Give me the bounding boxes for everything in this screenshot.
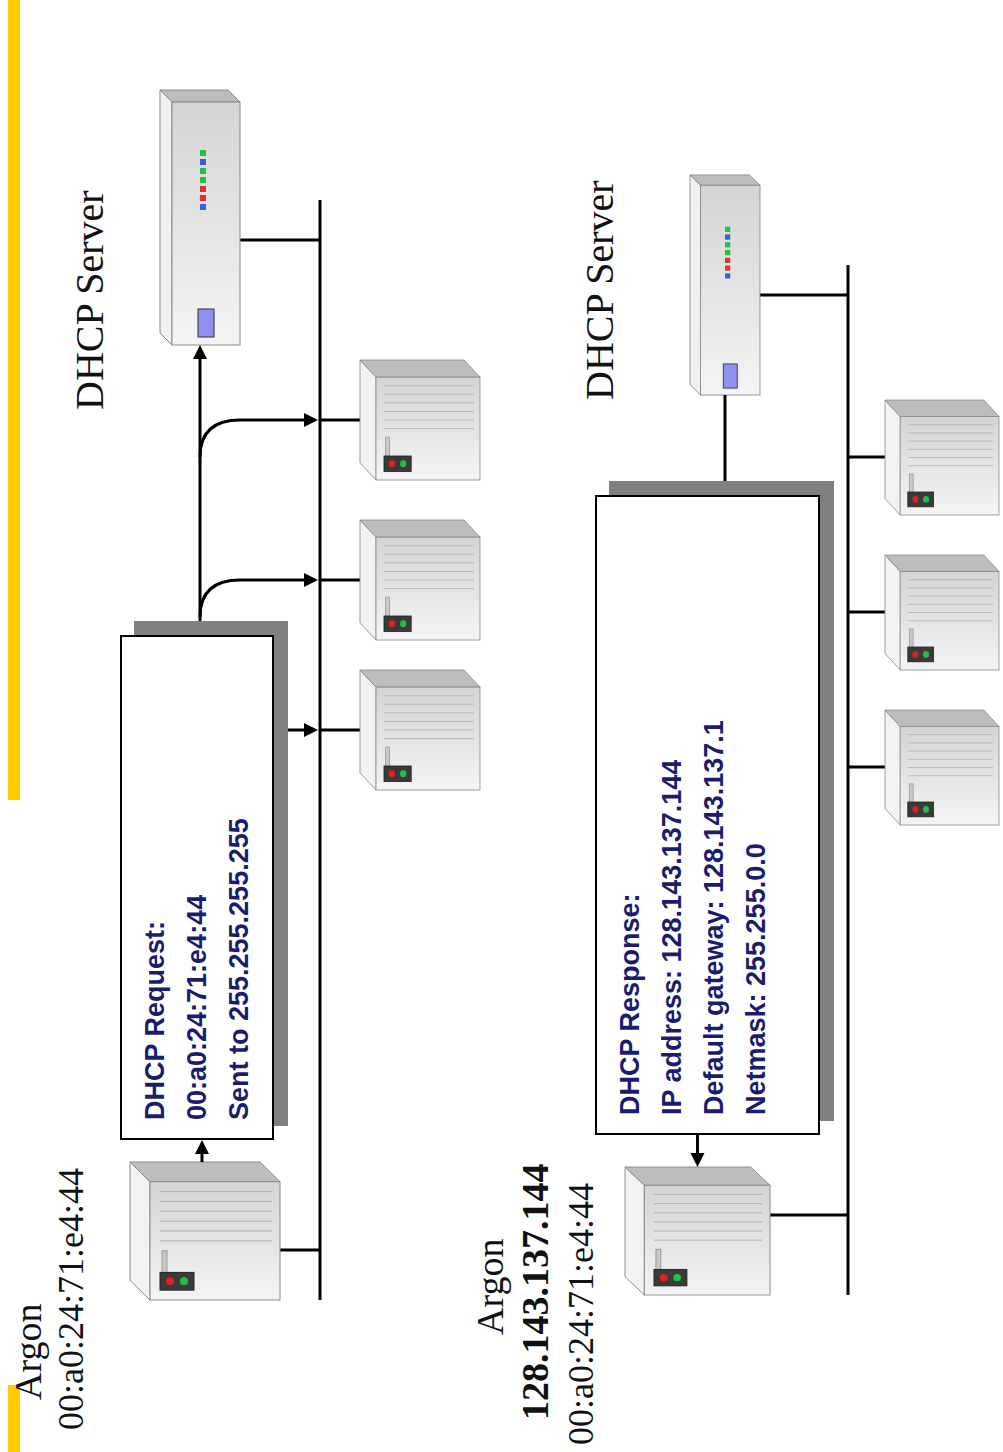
message-box: DHCP Response:IP address: 128.143.137.14… <box>595 495 820 1135</box>
bus-drop <box>320 729 360 732</box>
message-line: Default gateway: 128.143.137.1 <box>693 720 735 1115</box>
bus-drop <box>848 766 885 769</box>
server: DHCP Server <box>160 90 240 345</box>
device-label: 00:a0:24:71:e4:44 <box>562 1183 602 1445</box>
message-arrow <box>193 345 207 635</box>
message-line: Sent to 255.255.255.255 <box>218 818 260 1120</box>
computer-icon <box>625 1167 770 1295</box>
message-arrow <box>718 395 732 495</box>
message-arrow <box>195 1140 209 1162</box>
arrow-head <box>304 413 318 427</box>
device-label: 128.143.137.144 <box>515 1164 557 1421</box>
message-heading: DHCP Request: <box>134 921 176 1120</box>
device-label: 00:a0:24:71:e4:44 <box>52 1168 92 1430</box>
bus-drop <box>280 1249 320 1252</box>
device-label: Argon <box>8 1304 50 1400</box>
bus-drop <box>770 1214 848 1217</box>
server-icon <box>160 90 240 345</box>
network-bus <box>319 200 322 1300</box>
computer-icon <box>885 555 999 670</box>
bus-drop <box>320 419 360 422</box>
arrow-head <box>195 1140 209 1154</box>
arrow-head <box>193 345 207 359</box>
message-heading: DHCP Response: <box>609 893 651 1115</box>
server: DHCP Server <box>690 175 760 395</box>
network-bus <box>847 265 850 1295</box>
computer-icon <box>885 710 999 825</box>
bus-drop <box>848 611 885 614</box>
message-line: Netmask: 255.255.0.0 <box>735 843 777 1115</box>
server-icon <box>690 175 760 395</box>
arrow-line <box>696 1135 699 1155</box>
computer-icon <box>885 400 999 515</box>
host-computer: Argon00:a0:24:71:e4:44 <box>130 1162 280 1300</box>
title-bar <box>8 0 20 800</box>
computer-icon <box>360 520 480 640</box>
arrow-line <box>199 357 202 635</box>
message-box: DHCP Request:00:a0:24:71:e4:44Sent to 25… <box>120 635 274 1140</box>
arrow-head <box>304 723 318 737</box>
host-computer: Argon128.143.137.14400:a0:24:71:e4:44 <box>625 1167 770 1295</box>
device-label: DHCP Server <box>68 190 112 410</box>
computer-icon <box>130 1162 280 1300</box>
arrow-head <box>304 573 318 587</box>
arrow-head <box>691 1153 705 1167</box>
arrow-head <box>718 481 732 495</box>
device-label: Argon <box>470 1239 512 1335</box>
broadcast-arrow <box>200 580 306 617</box>
bus-drop <box>320 579 360 582</box>
broadcast-arrow <box>288 729 306 732</box>
device-label: DHCP Server <box>578 180 622 400</box>
arrow-line <box>724 395 727 483</box>
computer-icon <box>360 360 480 480</box>
computer-icon <box>360 670 480 790</box>
message-line: IP address: 128.143.137.144 <box>651 760 693 1115</box>
message-line: 00:a0:24:71:e4:44 <box>176 895 218 1120</box>
bus-drop <box>760 294 848 297</box>
bus-drop <box>848 456 885 459</box>
broadcast-arrow <box>200 420 306 457</box>
message-arrow <box>691 1135 705 1167</box>
bus-drop <box>240 239 320 242</box>
